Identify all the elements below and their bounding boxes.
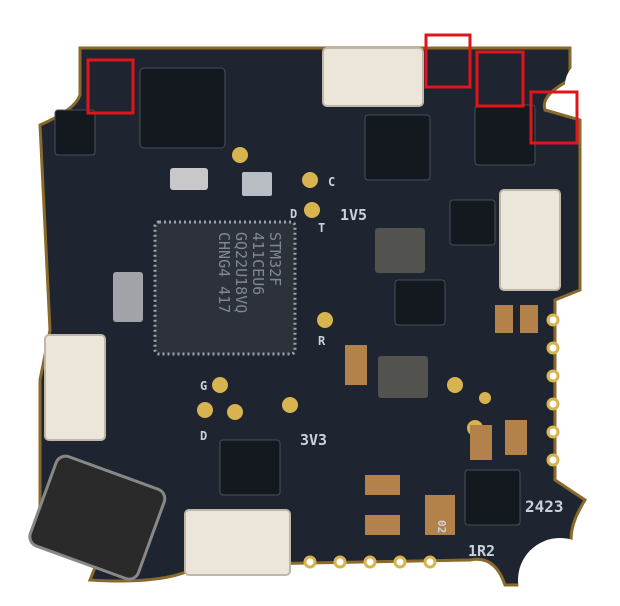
passive-components: [345, 305, 538, 535]
highlight-boxes: [86, 33, 579, 145]
silk-r: R: [318, 334, 326, 348]
silk-d: D: [290, 207, 297, 221]
mcu-marking-1: STM32F: [266, 232, 284, 286]
silk-2423: 2423: [525, 497, 564, 516]
jst-connectors: [44, 47, 561, 576]
usb-port: [28, 454, 167, 581]
mount-hole-top-left: [10, 50, 70, 110]
silk-1r2: 1R2: [468, 542, 495, 560]
silk-g: G: [200, 379, 207, 393]
silk-diode: 02: [435, 520, 448, 533]
silk-3v3: 3V3: [300, 431, 327, 449]
silk-1v5: 1V5: [340, 206, 367, 224]
ic-chips: [54, 67, 536, 526]
mcu-marking-2: 411CEU6: [249, 232, 267, 295]
button: [242, 172, 272, 196]
mcu-marking-4: CHNG4 417: [215, 232, 233, 313]
inductor: [375, 228, 425, 273]
silk-c: C: [328, 175, 335, 189]
castellated-pads: [303, 313, 560, 569]
crystal-2: [113, 272, 143, 322]
silk-t: T: [318, 221, 325, 235]
mount-hole-top-right: [565, 60, 615, 110]
crystal: [170, 168, 208, 190]
silk-d2: D: [200, 429, 207, 443]
inductor: [378, 356, 428, 398]
mcu-marking-3: GQ22U18VQ: [232, 232, 250, 313]
mount-hole-bottom-left: [10, 555, 70, 606]
mcu-chip: [153, 220, 297, 356]
mount-hole-bottom-right: [518, 538, 602, 606]
